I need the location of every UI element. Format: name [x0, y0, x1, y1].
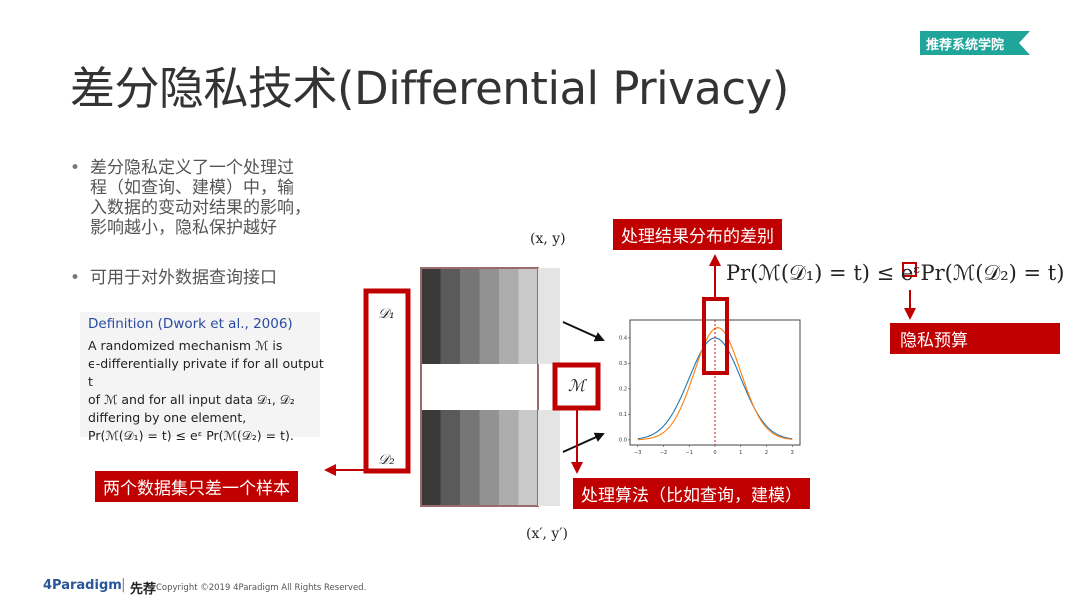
data-matrix-top: [421, 268, 539, 364]
data-matrix-stripe: [499, 410, 519, 506]
result-diff-label: 处理结果分布的差别: [613, 219, 782, 250]
y-tick-label: 0.0: [619, 438, 627, 444]
dataset-d2-label: 𝒟₂: [378, 452, 395, 468]
distribution-chart: −3 −2 −1 0 1 2 3 0.0 0.1 0.2 0.3 0.4: [619, 319, 801, 456]
y-tick-label: 0.3: [619, 361, 627, 367]
samples-diff-label: 两个数据集只差一个样本: [95, 471, 298, 502]
xy-label-top: (x, y): [530, 231, 566, 247]
x-tick-label: −2: [660, 450, 667, 456]
data-matrix-stripe: [421, 268, 441, 364]
privacy-budget-label: 隐私预算: [890, 323, 1060, 354]
bullet-dot: •: [70, 158, 81, 178]
bullet-dot: •: [70, 268, 81, 288]
x-tick-label: −1: [686, 450, 693, 456]
arrow-to-chart-bottom: [562, 432, 605, 453]
datasets-highlight-box: [363, 288, 411, 474]
data-matrix-stripe: [518, 268, 539, 364]
data-matrix-stripe: [479, 268, 500, 364]
data-matrix-stripe: [440, 410, 461, 506]
data-matrix-stripe: [460, 268, 480, 364]
data-matrix-frame: [420, 267, 539, 507]
logo-separator: |: [121, 577, 126, 593]
definition-box: [80, 312, 320, 437]
bullet-1-line-4: 影响越小，隐私保护越好: [90, 218, 277, 238]
brand-badge: [920, 31, 1030, 55]
data-matrix-bottom: [421, 410, 539, 506]
data-matrix-label-column: [538, 268, 560, 364]
definition-title: Definition (Dwork et al., 2006): [88, 316, 293, 332]
x-tick-label: −3: [634, 450, 641, 456]
logo-xianjian: 先荐: [130, 582, 157, 597]
data-matrix-label-column: [538, 410, 560, 506]
y-tick-label: 0.1: [619, 412, 627, 418]
algorithm-label: 处理算法（比如查询，建模）: [573, 478, 810, 509]
page-title: 差分隐私技术(Differential Privacy): [70, 62, 789, 115]
data-matrix-stripe: [421, 410, 441, 506]
data-matrix-stripe: [460, 410, 480, 506]
definition-line: Pr(ℳ(𝒟₁) = t) ≤ eᵋ Pr(ℳ(𝒟₂) = t).: [88, 428, 294, 443]
x-tick-label: 3: [791, 450, 794, 456]
x-tick-label: 2: [765, 450, 768, 456]
y-tick-label: 0.4: [619, 336, 627, 342]
definition-line: ϵ-differentially private if for all outp…: [88, 356, 324, 389]
bullet-1-line-2: 程（如查询、建模）中，输: [90, 178, 294, 198]
footer-copyright: Copyright ©2019 4Paradigm All Rights Res…: [156, 583, 367, 593]
xy-label-bottom: (x′, y′): [526, 526, 568, 542]
definition-body: A randomized mechanism ℳ is ϵ-differenti…: [88, 337, 328, 445]
data-matrix-stripe: [440, 268, 461, 364]
epsilon-highlight-box: [902, 262, 917, 277]
x-tick-label: 0: [713, 450, 716, 456]
data-matrix-stripe: [499, 268, 519, 364]
definition-line: differing by one element,: [88, 410, 247, 425]
definition-line: of ℳ and for all input data 𝒟₁, 𝒟₂: [88, 392, 295, 407]
bullet-1-line-3: 入数据的变动对结果的影响，: [90, 198, 311, 218]
logo-4paradigm: 4Paradigm: [43, 578, 122, 593]
y-tick-label: 0.2: [619, 387, 627, 393]
brand-badge-text: 推荐系统学院: [926, 38, 1005, 53]
data-matrix-stripe: [479, 410, 500, 506]
arrow-to-chart-top: [562, 321, 605, 342]
dataset-d1-label: 𝒟₁: [378, 306, 395, 322]
x-tick-label: 1: [739, 450, 742, 456]
mechanism-label: ℳ: [568, 376, 586, 395]
bullet-2-line-1: 可用于对外数据查询接口: [90, 268, 277, 288]
data-matrix-stripe: [518, 410, 539, 506]
bullet-1-line-1: 差分隐私定义了一个处理过: [90, 158, 294, 178]
definition-line: A randomized mechanism ℳ is: [88, 338, 283, 353]
peak-difference-box: [702, 297, 729, 375]
chart-frame: [629, 319, 801, 446]
dp-formula: Pr(ℳ(𝒟₁) = t) ≤ eᵋPr(ℳ(𝒟₂) = t): [726, 261, 1065, 285]
